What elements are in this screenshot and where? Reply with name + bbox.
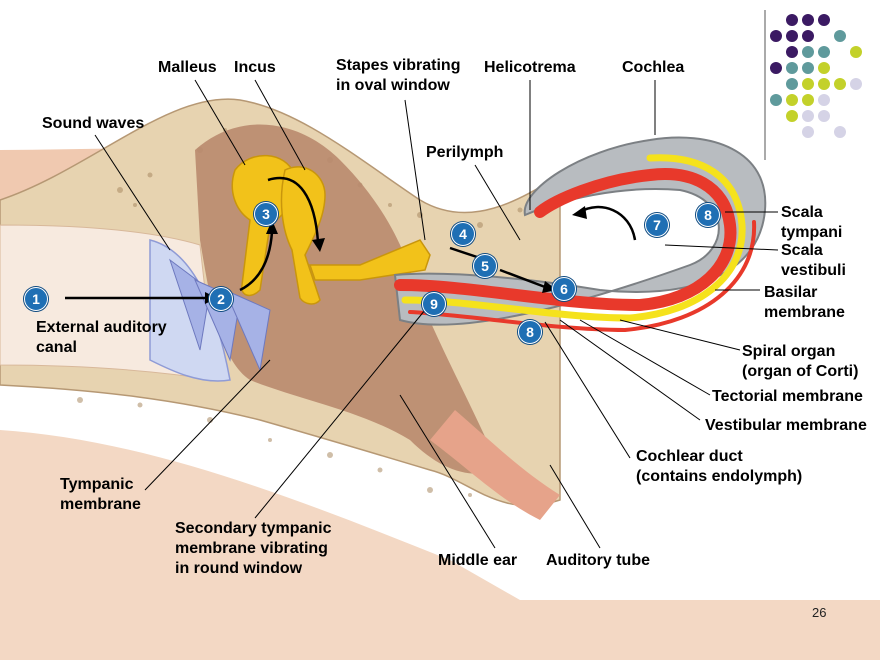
dot-purple: [786, 14, 798, 26]
stapes-bone: [308, 239, 431, 281]
basilar-band: [408, 220, 757, 333]
step-badge-7: 7: [645, 213, 669, 237]
auditory-tube-shape: [430, 410, 560, 520]
dot-lime: [802, 78, 814, 90]
step-badge-9: 9: [422, 292, 446, 316]
label-helicotrema: Helicotrema: [484, 59, 576, 76]
dot-purple: [802, 14, 814, 26]
dot-purple: [770, 30, 782, 42]
leader-lines: [94, 79, 779, 549]
label-external-auditory-canal: External auditory canal: [36, 319, 167, 356]
step-badge-6: 6: [552, 277, 576, 301]
dot-lime: [802, 94, 814, 106]
label-secondary-tympanic-membrane: Secondary tympanic membrane vibrating in…: [175, 520, 332, 577]
step-badge-1: 1: [24, 287, 48, 311]
step-badge-5: 5: [473, 254, 497, 278]
dot-lavender: [850, 78, 862, 90]
dot-teal: [770, 94, 782, 106]
dot-lime: [834, 78, 846, 90]
dot-lime: [818, 62, 830, 74]
cochlear-duct-band: [401, 154, 746, 322]
label-vestibular-membrane: Vestibular membrane: [705, 417, 867, 434]
dot-purple: [786, 46, 798, 58]
label-malleus: Malleus: [158, 59, 217, 76]
label-sound-waves: Sound waves: [42, 115, 145, 132]
step-badge-3: 3: [254, 202, 278, 226]
dot-lavender: [802, 110, 814, 122]
step-badge-8-lower: 8: [518, 320, 542, 344]
scala-vestibuli-band: [394, 168, 737, 312]
label-incus: Incus: [234, 59, 276, 76]
label-spiral-organ: Spiral organ (organ of Corti): [742, 343, 859, 380]
dot-lime: [850, 46, 862, 58]
label-auditory-tube: Auditory tube: [546, 552, 650, 569]
dot-lavender: [818, 110, 830, 122]
dot-lavender: [834, 126, 846, 138]
label-middle-ear: Middle ear: [438, 552, 518, 569]
dot-teal: [834, 30, 846, 42]
dot-lime: [786, 110, 798, 122]
lower-skin-layer: [0, 430, 880, 660]
dot-purple: [818, 14, 830, 26]
step-badge-8-upper: 8: [696, 203, 720, 227]
step-badge-4: 4: [451, 222, 475, 246]
label-cochlea: Cochlea: [622, 59, 685, 76]
cochlea-outer-tube: [393, 136, 767, 326]
incus-bone: [280, 166, 326, 305]
step-badge-2: 2: [209, 287, 233, 311]
dot-purple: [770, 62, 782, 74]
dot-teal: [802, 62, 814, 74]
label-scala-tympani: Scala tympani: [781, 204, 843, 241]
label-cochlear-duct: Cochlear duct (contains endolymph): [636, 448, 803, 485]
dot-lime: [786, 94, 798, 106]
dot-purple: [786, 30, 798, 42]
tympanic-folds: [169, 258, 271, 372]
dot-teal: [818, 46, 830, 58]
dot-teal: [802, 46, 814, 58]
dot-teal: [786, 62, 798, 74]
dot-lavender: [818, 94, 830, 106]
dot-purple: [802, 30, 814, 42]
flow-arrows: [65, 176, 637, 300]
dot-teal: [786, 78, 798, 90]
page-number: 26: [812, 605, 827, 620]
label-scala-vestibuli: Scala vestibuli: [781, 242, 846, 279]
label-tympanic-membrane: Tympanic membrane: [60, 476, 141, 513]
label-stapes: Stapes vibrating in oval window: [336, 57, 461, 94]
label-tectorial-membrane: Tectorial membrane: [712, 388, 863, 405]
dot-lavender: [802, 126, 814, 138]
cochlea: [393, 136, 767, 333]
label-perilymph: Perilymph: [426, 144, 504, 161]
dot-lime: [818, 78, 830, 90]
label-basilar-membrane: Basilar membrane: [764, 284, 845, 321]
